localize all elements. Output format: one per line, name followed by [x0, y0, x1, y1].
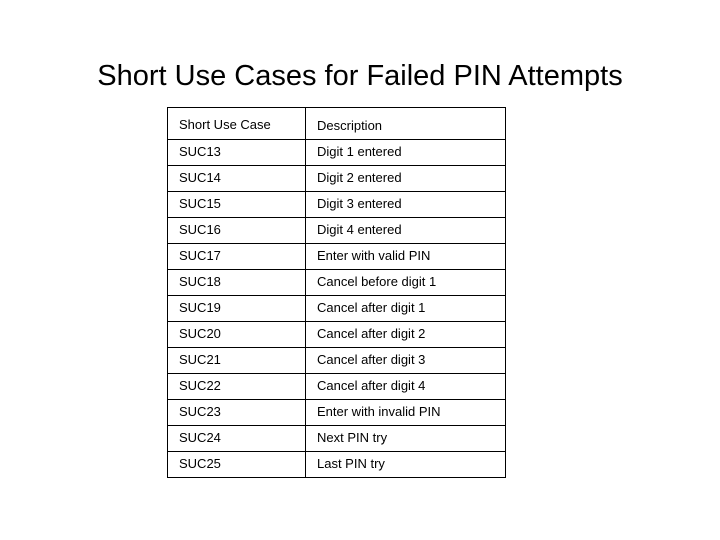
cell-description: Cancel after digit 2: [305, 321, 506, 348]
column-header-description: Description: [305, 107, 506, 140]
table-header-row: Short Use Case Description: [167, 107, 506, 140]
cell-short-use-case: SUC22: [167, 373, 306, 400]
cell-description: Digit 4 entered: [305, 217, 506, 244]
cell-short-use-case: SUC17: [167, 243, 306, 270]
cell-description: Digit 2 entered: [305, 165, 506, 192]
cell-description: Next PIN try: [305, 425, 506, 452]
column-header-short-use-case: Short Use Case: [167, 107, 306, 140]
cell-description: Cancel after digit 1: [305, 295, 506, 322]
cell-short-use-case: SUC13: [167, 139, 306, 166]
cell-short-use-case: SUC18: [167, 269, 306, 296]
cell-description: Cancel after digit 3: [305, 347, 506, 374]
cell-short-use-case: SUC21: [167, 347, 306, 374]
cell-description: Digit 1 entered: [305, 139, 506, 166]
cell-short-use-case: SUC16: [167, 217, 306, 244]
cell-short-use-case: SUC20: [167, 321, 306, 348]
cell-description: Cancel before digit 1: [305, 269, 506, 296]
cell-short-use-case: SUC15: [167, 191, 306, 218]
cell-description: Enter with invalid PIN: [305, 399, 506, 426]
cell-short-use-case: SUC23: [167, 399, 306, 426]
cell-short-use-case: SUC24: [167, 425, 306, 452]
cell-description: Last PIN try: [305, 451, 506, 478]
page-title: Short Use Cases for Failed PIN Attempts: [97, 60, 623, 93]
cell-short-use-case: SUC19: [167, 295, 306, 322]
cell-description: Digit 3 entered: [305, 191, 506, 218]
cell-short-use-case: SUC14: [167, 165, 306, 192]
cell-description: Enter with valid PIN: [305, 243, 506, 270]
cell-description: Cancel after digit 4: [305, 373, 506, 400]
cell-short-use-case: SUC25: [167, 451, 306, 478]
